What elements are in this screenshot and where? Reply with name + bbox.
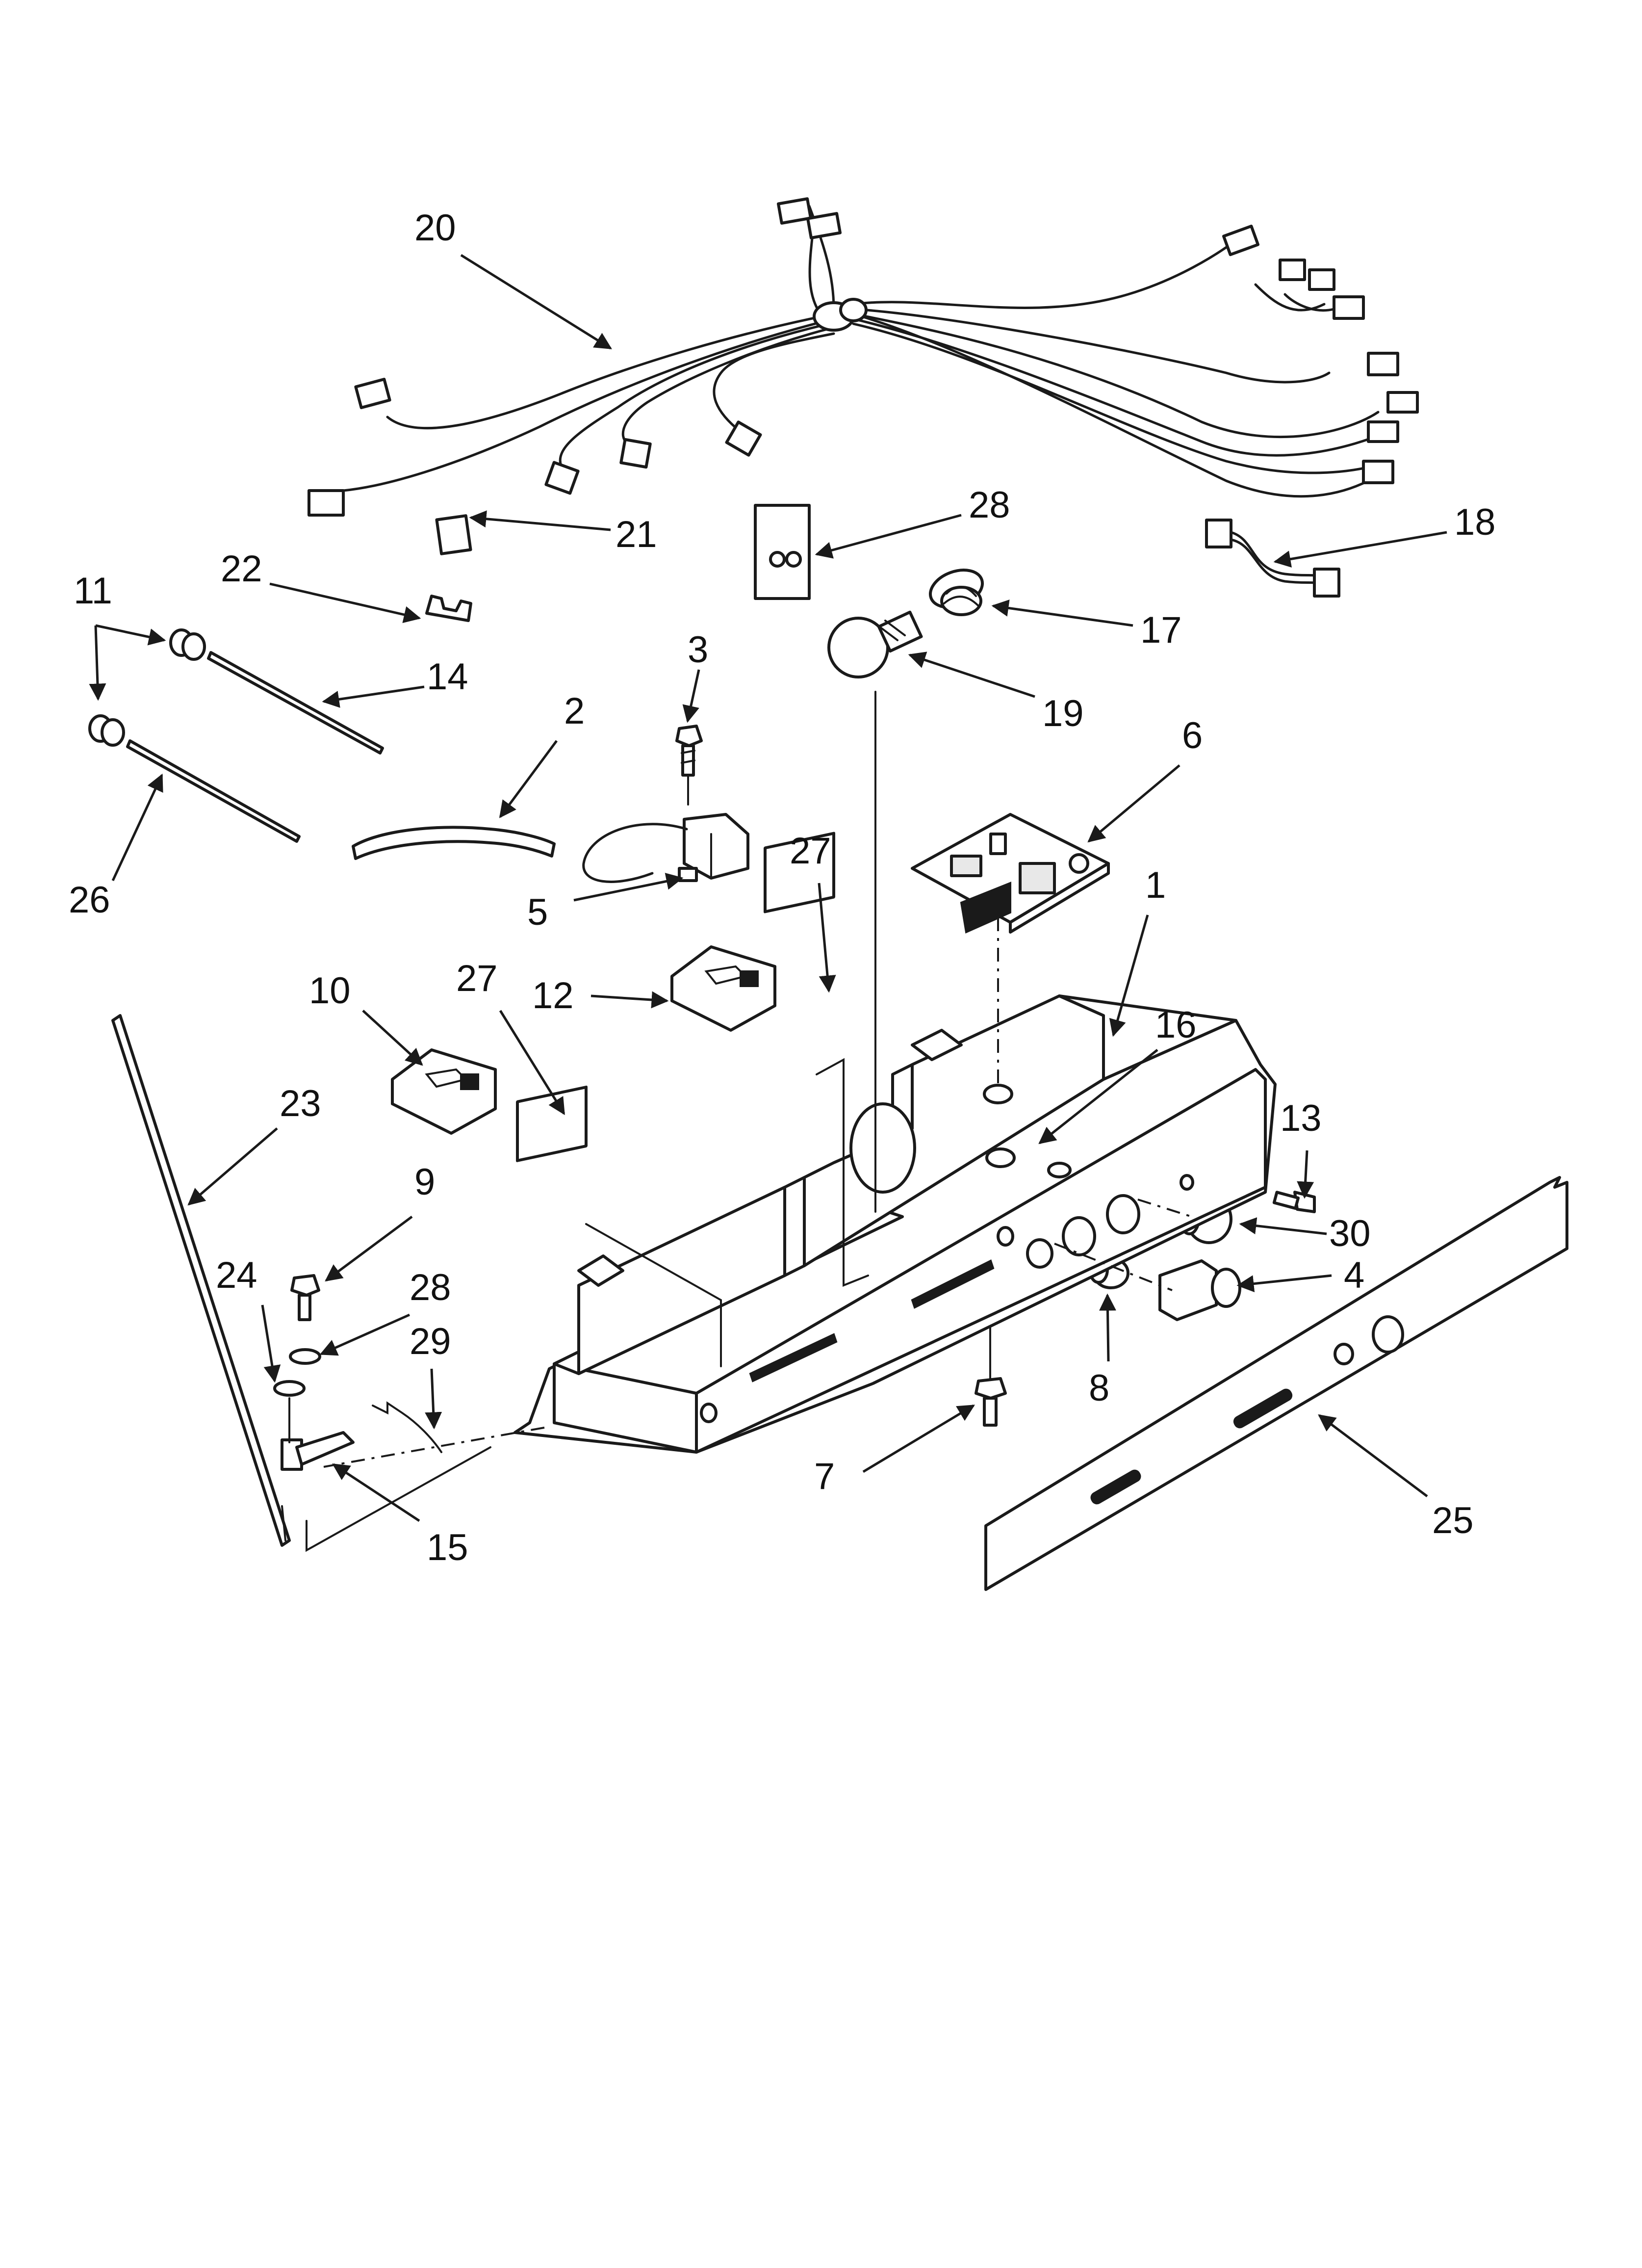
part-5-switch: [582, 813, 749, 883]
part-13-screw: [1272, 1191, 1316, 1213]
part-22-bracket: [425, 595, 472, 622]
callout-16: 16: [1155, 1004, 1197, 1046]
part-3-screw: [675, 725, 703, 806]
part-7-screw: [975, 1304, 1007, 1427]
callout-17: 17: [1140, 609, 1182, 651]
part-1-control-housing: [513, 994, 1277, 1454]
part-30-spring: [372, 1401, 442, 1453]
callout-18: 18: [1454, 501, 1496, 543]
part-28-pad: [754, 504, 811, 600]
part-19-light-bulb: [827, 610, 923, 678]
callout-31: 30: [1329, 1213, 1371, 1254]
part-15-hinge-bracket: [281, 1431, 355, 1471]
callout-6: 6: [1182, 715, 1203, 756]
callout-12: 12: [532, 975, 574, 1017]
part-12-bracket: [670, 945, 776, 1032]
part-11-grommets: [88, 628, 206, 747]
part-14-rod: [207, 651, 384, 755]
callout-24: 24: [216, 1254, 257, 1296]
part-6-control-board: [911, 813, 1110, 934]
callout-13: 13: [1280, 1097, 1322, 1139]
part-27-label-a: [764, 832, 835, 913]
callout-8: 8: [1089, 1367, 1109, 1409]
callout-30: 29: [410, 1321, 451, 1362]
callout-1: 1: [1145, 864, 1166, 906]
callout-9: 9: [414, 1161, 435, 1203]
callout-25: 25: [1432, 1500, 1474, 1541]
part-24-washer: [273, 1380, 306, 1397]
part-27-label-b: [516, 1085, 588, 1162]
callout-23: 23: [280, 1083, 321, 1124]
callout-5: 5: [527, 891, 548, 933]
part-4-switch: [1158, 1259, 1241, 1321]
callout-26: 26: [69, 879, 110, 921]
callout-20: 20: [414, 207, 456, 249]
part-2-tube: [352, 826, 556, 860]
part-9-screw: [290, 1274, 320, 1321]
callout-22: 22: [221, 548, 262, 590]
callout-11: 11: [74, 570, 112, 612]
part-26-rod: [126, 739, 301, 843]
callout-21: 21: [616, 514, 657, 555]
part-21-clip: [435, 514, 472, 555]
wire-harness: [308, 197, 1419, 517]
callout-28: 28: [969, 484, 1010, 526]
callout-29: 28: [410, 1267, 451, 1308]
part-10-bracket: [391, 1048, 497, 1135]
callout-4: 4: [1344, 1254, 1364, 1296]
callout-15: 15: [427, 1527, 468, 1568]
callout-labels: 20 21 28 18 22 11 17 14 3 19 2 6 27 1 26…: [69, 207, 1496, 1568]
callout-14: 14: [427, 656, 468, 698]
part-23-rod: [111, 1014, 291, 1547]
callout-27-top: 27: [790, 830, 831, 872]
callout-2: 2: [564, 690, 585, 732]
callout-3: 3: [688, 629, 708, 671]
callout-leaders: [89, 254, 1447, 1522]
part-17-lamp-socket: [928, 569, 984, 616]
assembly-lines: [288, 691, 1192, 1552]
callout-19: 19: [1042, 693, 1084, 734]
part-29-washer: [289, 1348, 321, 1365]
callout-27-left: 27: [456, 958, 498, 999]
part-25-front-panel: [984, 1176, 1568, 1591]
callout-7: 7: [814, 1456, 835, 1497]
callout-10: 10: [309, 970, 351, 1012]
part-18-wire-lead: [1205, 519, 1340, 598]
